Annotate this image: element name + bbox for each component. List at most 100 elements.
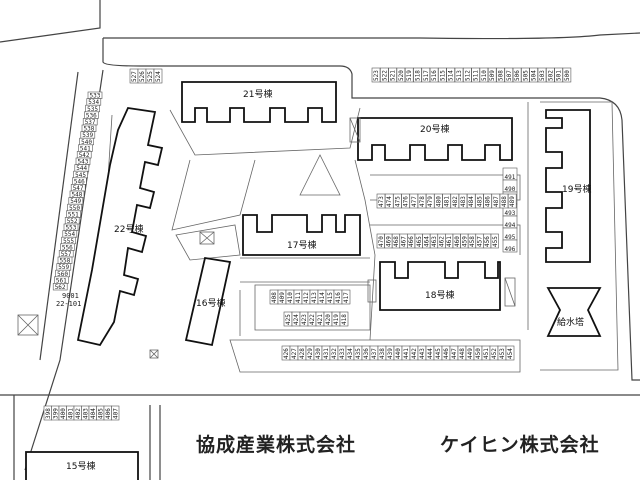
building-22[interactable]: 22号棟 [76,107,164,347]
parking-stall [153,68,163,84]
parking-stall-number: 448 [459,348,466,359]
parking-stall-number: 454 [507,348,514,359]
parking-stall-number: 554 [64,231,75,238]
parking-stall-number: 474 [386,196,393,207]
parking-stall-number: 524 [155,71,162,82]
parking-stall-number: 407 [112,408,119,419]
building-16[interactable]: 16号棟 [184,256,232,347]
parking-stall-number: 535 [87,106,98,113]
parking-stall-number: 513 [456,70,463,81]
parking-stall-number: 462 [439,236,446,247]
parking-stall-number: 545 [75,172,86,179]
parking-stall-number: 560 [57,271,68,278]
parking-stall-number: 552 [67,218,78,225]
parking-stall-number: 523 [373,70,380,81]
building-17[interactable]: 17号棟 [242,214,361,256]
parking-stall-number: 487 [493,196,500,207]
building-20[interactable]: 20号棟 [357,117,513,161]
parking-stall-number: 449 [467,348,474,359]
parking-stall-number: 482 [452,196,459,207]
parking-stall-number: 495 [505,234,516,241]
parking-stall-number: 473 [378,196,385,207]
parking-stall-number: 424 [293,314,300,325]
parking-stall-number: 486 [485,196,492,207]
building-18-label: 18号棟 [425,289,454,301]
parking-stall [396,67,406,83]
building-21[interactable]: 21号棟 [181,81,337,123]
parking-stall-number: 408 [271,292,278,303]
parking-stall-number: 413 [311,292,318,303]
parking-stall-number: 522 [381,70,388,81]
parking-stall-number: 485 [476,196,483,207]
parking-stall-number: 541 [80,145,91,152]
parking-stall-number: 434 [347,348,354,359]
parking-stall-number: 546 [74,178,85,185]
parking-stall-number: 404 [90,408,97,419]
water-tower[interactable]: 給水塔 [546,287,602,337]
parking-stall-number: 433 [339,348,346,359]
parking-stall-number: 466 [408,236,415,247]
parking-stall-number: 551 [68,211,79,218]
water-tower-label: 給水塔 [557,316,584,328]
parking-stall-number: 421 [317,314,324,325]
parking-stall-number: 547 [73,185,84,192]
parking-stall-number: 400 [60,408,67,419]
parking-stall-number: 526 [139,71,146,82]
parking-stall-number: 445 [435,348,442,359]
hatched-boxes [17,117,516,359]
parking-stall-number: 505 [522,70,529,81]
parking-stall-number: 457 [477,236,484,247]
parking-stall-number: 478 [419,196,426,207]
parking-stall [507,193,517,209]
parking-stall-number: 510 [481,70,488,81]
parking-stall-number: 553 [66,225,77,232]
parking-stall-number: 460 [454,236,461,247]
parking-stall-number: 412 [303,292,310,303]
parking-stall-number: 488 [501,196,508,207]
parking-stall-number: 450 [475,348,482,359]
parking-stall-number: 562 [55,284,66,291]
building-15-label: 15号棟 [66,460,95,472]
parking-stall-number: 484 [468,196,475,207]
building-19[interactable]: 19号棟 [545,109,591,263]
parking-stall-number: 441 [403,348,410,359]
parking-stall-number: 410 [287,292,294,303]
building-18[interactable]: 18号棟 [379,261,501,311]
parking-stall-number: 406 [105,408,112,419]
parking-stall [502,239,518,253]
parking-stall-number: 539 [82,132,93,139]
parking-stall-number: 540 [81,139,92,146]
parking-stall-number: 415 [327,292,334,303]
parking-stall-number: 423 [301,314,308,325]
building-15[interactable]: 15号棟 [25,451,139,480]
parking-stall-number: 451 [483,348,490,359]
parking-stall-number: 480 [435,196,442,207]
parking-stall-number: 537 [85,119,96,126]
parking-stall-number: 509 [489,70,496,81]
parking-stall-number: 521 [390,70,397,81]
parking-stall-number: 490 [505,186,516,193]
parking-stall-number: 483 [460,196,467,207]
parking-stall-number: 452 [491,348,498,359]
parking-stall-number: 512 [464,70,471,81]
parking-stall-number: 428 [299,348,306,359]
parking-stall-number: 420 [325,314,332,325]
parking-stall [341,289,351,305]
parking-stall-number: 405 [97,408,104,419]
parking-stall [554,67,563,83]
parking-stall-number: 455 [492,236,499,247]
parking-stall-number: 493 [505,210,516,217]
parking-stall-number: 442 [411,348,418,359]
parking-stall-number: 470 [378,236,385,247]
parking-stall [479,67,489,83]
parking-stall [379,67,389,83]
parking-stall-number: 508 [498,70,505,81]
parking-stall-number: 431 [323,348,330,359]
parking-stall [438,67,447,83]
parking-stall-number: 557 [61,251,72,258]
lot-9001: 9001 [62,292,79,300]
parking-stall-number: 416 [335,292,342,303]
parking-stall-number: 504 [531,70,538,81]
parking-stall-number: 503 [539,70,546,81]
